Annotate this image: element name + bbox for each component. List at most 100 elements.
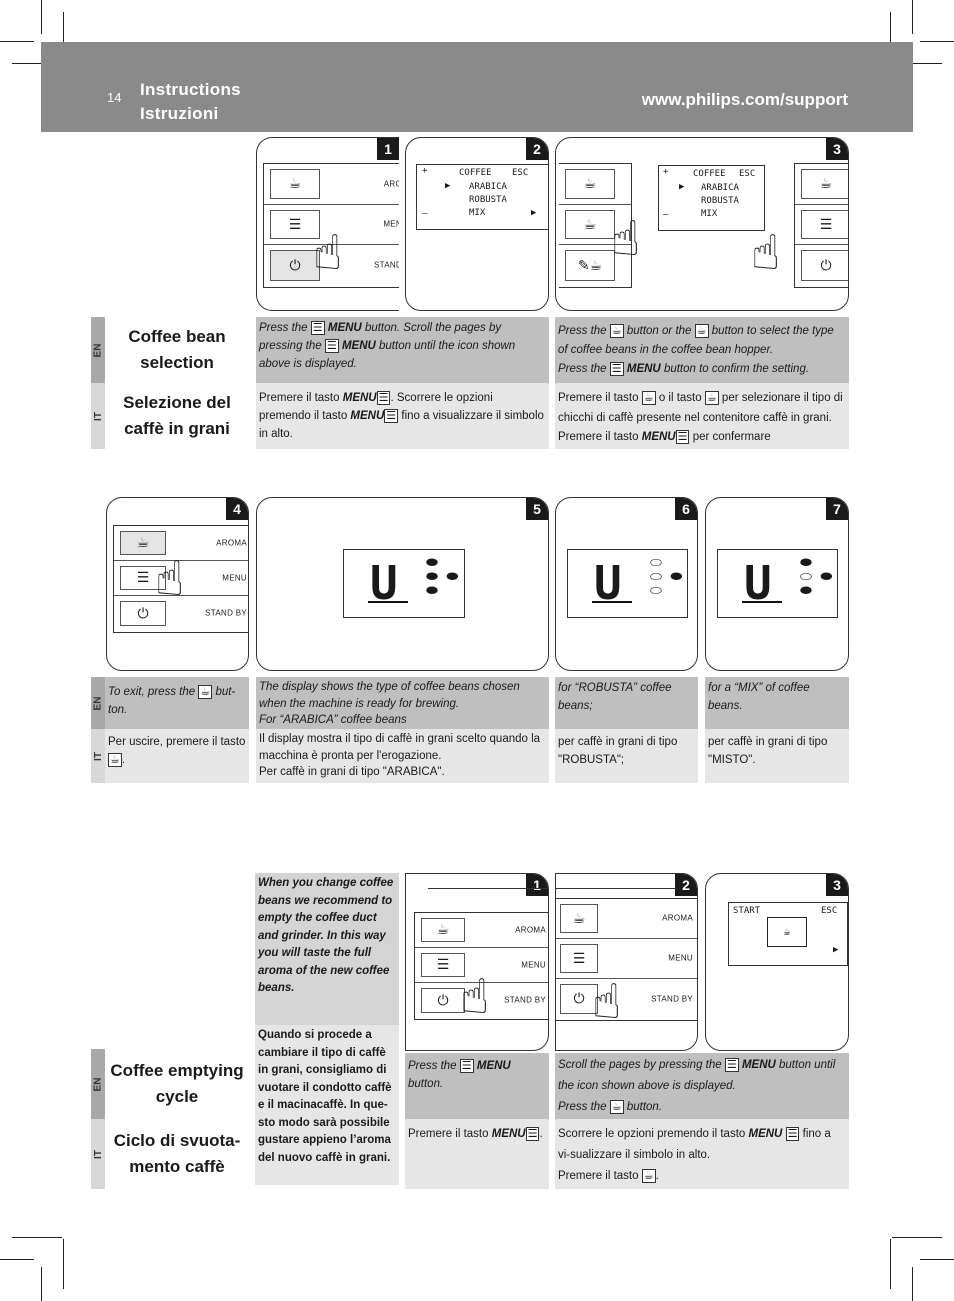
menu-list-icon[interactable]: ☰ <box>120 565 166 590</box>
instruction-it-step7: per caffè in grani di tipo "MISTO". <box>705 729 849 783</box>
aroma-bean-icon: ☕ <box>108 752 122 767</box>
menu-label: MEN <box>383 219 399 229</box>
memo-cup-icon: ☕ <box>641 390 656 405</box>
crop-mark <box>12 1237 62 1238</box>
menu-list-icon[interactable]: ☰ <box>801 209 848 240</box>
menu-list-icon: ☰ <box>525 1126 540 1141</box>
aroma-label: AROMA <box>216 538 247 548</box>
power-icon[interactable]: ⏻ <box>120 600 166 626</box>
scroll-arrow-icon: ▶ <box>531 208 537 218</box>
power-icon[interactable]: ⏻ <box>560 983 598 1014</box>
step-panel-4: 4 ☕ AROMA ☰ MENU ⏻ STAND BY ☝ <box>106 497 249 671</box>
aroma-bean-icon[interactable]: ☕ <box>421 918 465 942</box>
instruction-en-step1: Press the ☰ MENU button. Scroll the page… <box>256 317 549 383</box>
lcd-plus: + <box>663 167 669 177</box>
step-number: 7 <box>826 498 848 520</box>
note-en: When you change coffee beans we recommen… <box>255 873 399 1025</box>
bean-type-display: U ⬭⬭ ⬬⬭ <box>567 549 688 618</box>
step-number: 2 <box>526 138 548 160</box>
step-number: 1 <box>377 138 399 160</box>
aroma-bean-icon[interactable]: ☕ <box>560 904 598 933</box>
instruction-it-step5: Il display mostra il tipo di caffè in gr… <box>256 729 549 783</box>
aroma-bean-icon[interactable]: ☕ <box>120 531 166 555</box>
menu-list-icon: ☰ <box>724 1057 739 1072</box>
lcd-minus: – <box>663 210 669 220</box>
support-url[interactable]: www.philips.com/support <box>641 90 848 109</box>
memo-cup-icon: ☕ <box>609 323 624 338</box>
control-panel: ☕ ARO ☰ MEN ⏻ STAND <box>263 163 399 288</box>
emptying-step-panel-3: 3 START ESC ☕ ▶ <box>705 873 849 1051</box>
scroll-arrow-icon: ▶ <box>833 945 839 955</box>
divider-line <box>428 888 548 889</box>
section-title-it: Selezione del caffè in grani <box>105 383 249 449</box>
lcd-esc: ESC <box>739 169 756 179</box>
step-number: 6 <box>675 498 697 520</box>
instruction-it-step4: Per uscire, premere il tasto ☕. <box>105 729 249 783</box>
cup-saucer-icon <box>368 601 408 603</box>
aroma-bean-icon[interactable]: ☕ <box>801 169 848 199</box>
pointing-hand-icon: ☝ <box>313 227 343 280</box>
instruction-en-emptying-step1: Press the ☰ MENU button. <box>405 1053 549 1119</box>
section-title-en: Coffee emptying cycle <box>105 1049 249 1119</box>
aroma-bean-icon[interactable]: ☕ <box>270 169 320 199</box>
coffee-lcd: + COFFEE ESC ARABICA ROBUSTA MIX – ▶ <box>658 165 765 231</box>
aroma-label: AROMA <box>662 913 693 923</box>
crop-mark <box>0 1259 34 1260</box>
page-header: 14 Instructions Istruzioni www.philips.c… <box>41 42 913 132</box>
memo-cup-icon: ☕ <box>609 1099 624 1114</box>
right-control-panel: ☕ ☰ ⏻ <box>794 163 848 288</box>
page-number: 14 <box>107 90 122 105</box>
emptying-step-panel-2: 2 ☕ AROMA ☰ MENU ⏻ STAND BY ☝ <box>555 873 698 1051</box>
memo-cup-icon[interactable]: ☕ <box>565 169 615 199</box>
crop-mark <box>63 1239 64 1289</box>
lcd-item-arabica: ARABICA <box>701 183 739 193</box>
menu-list-icon[interactable]: ☰ <box>270 209 320 240</box>
arabica-beans-icon: ⬬⬬ ⬬⬬ <box>426 555 459 599</box>
lcd-minus: – <box>422 209 428 219</box>
bean-type-display: U ⬬⬬ ⬬⬬ <box>343 549 465 618</box>
step-number: 3 <box>826 874 848 896</box>
power-icon[interactable]: ⏻ <box>801 250 848 281</box>
menu-label: MENU <box>222 573 247 583</box>
left-control-panel: ☕ ☕ ✎☕ <box>559 163 632 288</box>
instruction-en-step3: Press the ☕ button or the ☕ button to se… <box>555 317 849 383</box>
aroma-bean-icon: ☕ <box>198 684 213 699</box>
crop-mark <box>892 1237 942 1238</box>
memo-cup-icon[interactable]: ☕ <box>565 209 615 240</box>
clean-cup-icon[interactable]: ✎☕ <box>565 250 615 281</box>
memo-cup-icon: ☕ <box>694 323 709 338</box>
lang-it-label: IT <box>91 383 105 449</box>
lcd-esc: ESC <box>512 168 529 178</box>
crop-mark <box>920 41 954 42</box>
standby-label: STAND BY <box>651 994 693 1004</box>
section-title-it: Ciclo di svuota-mento caffè <box>105 1119 249 1189</box>
cup-saucer-icon <box>592 601 632 603</box>
crop-mark <box>892 63 942 64</box>
menu-list-icon[interactable]: ☰ <box>560 943 598 973</box>
menu-list-icon[interactable]: ☰ <box>421 952 465 977</box>
crop-mark <box>63 12 64 62</box>
lang-it-label: IT <box>91 729 105 783</box>
pointing-hand-icon: ☝ <box>611 213 641 266</box>
coffee-lcd: + COFFEE ESC ARABICA ROBUSTA MIX – ▶ ▶ <box>416 164 548 230</box>
standby-label: STAND BY <box>205 608 247 618</box>
divider-line <box>556 888 676 889</box>
lcd-item-robusta: ROBUSTA <box>701 196 739 206</box>
menu-list-icon: ☰ <box>384 408 399 423</box>
standby-label: STAND BY <box>504 995 546 1005</box>
lcd-plus: + <box>422 166 428 176</box>
instruction-it-emptying-step1: Premere il tasto MENU☰. <box>405 1119 549 1189</box>
header-title-it: Istruzioni <box>140 104 219 123</box>
power-icon[interactable]: ⏻ <box>421 987 465 1013</box>
crop-mark <box>912 1267 913 1301</box>
instruction-it-step3: Premere il tasto ☕ o il tasto ☕ per sele… <box>555 383 849 449</box>
lang-en-label: EN <box>91 1049 105 1119</box>
power-icon[interactable]: ⏻ <box>270 250 320 281</box>
step-panel-2: 2 + COFFEE ESC ARABICA ROBUSTA MIX – ▶ ▶ <box>405 137 549 311</box>
menu-list-icon: ☰ <box>609 361 624 376</box>
cup-saucer-icon <box>742 601 782 603</box>
cup-icon: U <box>744 556 772 610</box>
step-number: 1 <box>526 874 548 896</box>
memo-cup-icon: ☕ <box>704 390 719 405</box>
crop-mark <box>912 0 913 34</box>
